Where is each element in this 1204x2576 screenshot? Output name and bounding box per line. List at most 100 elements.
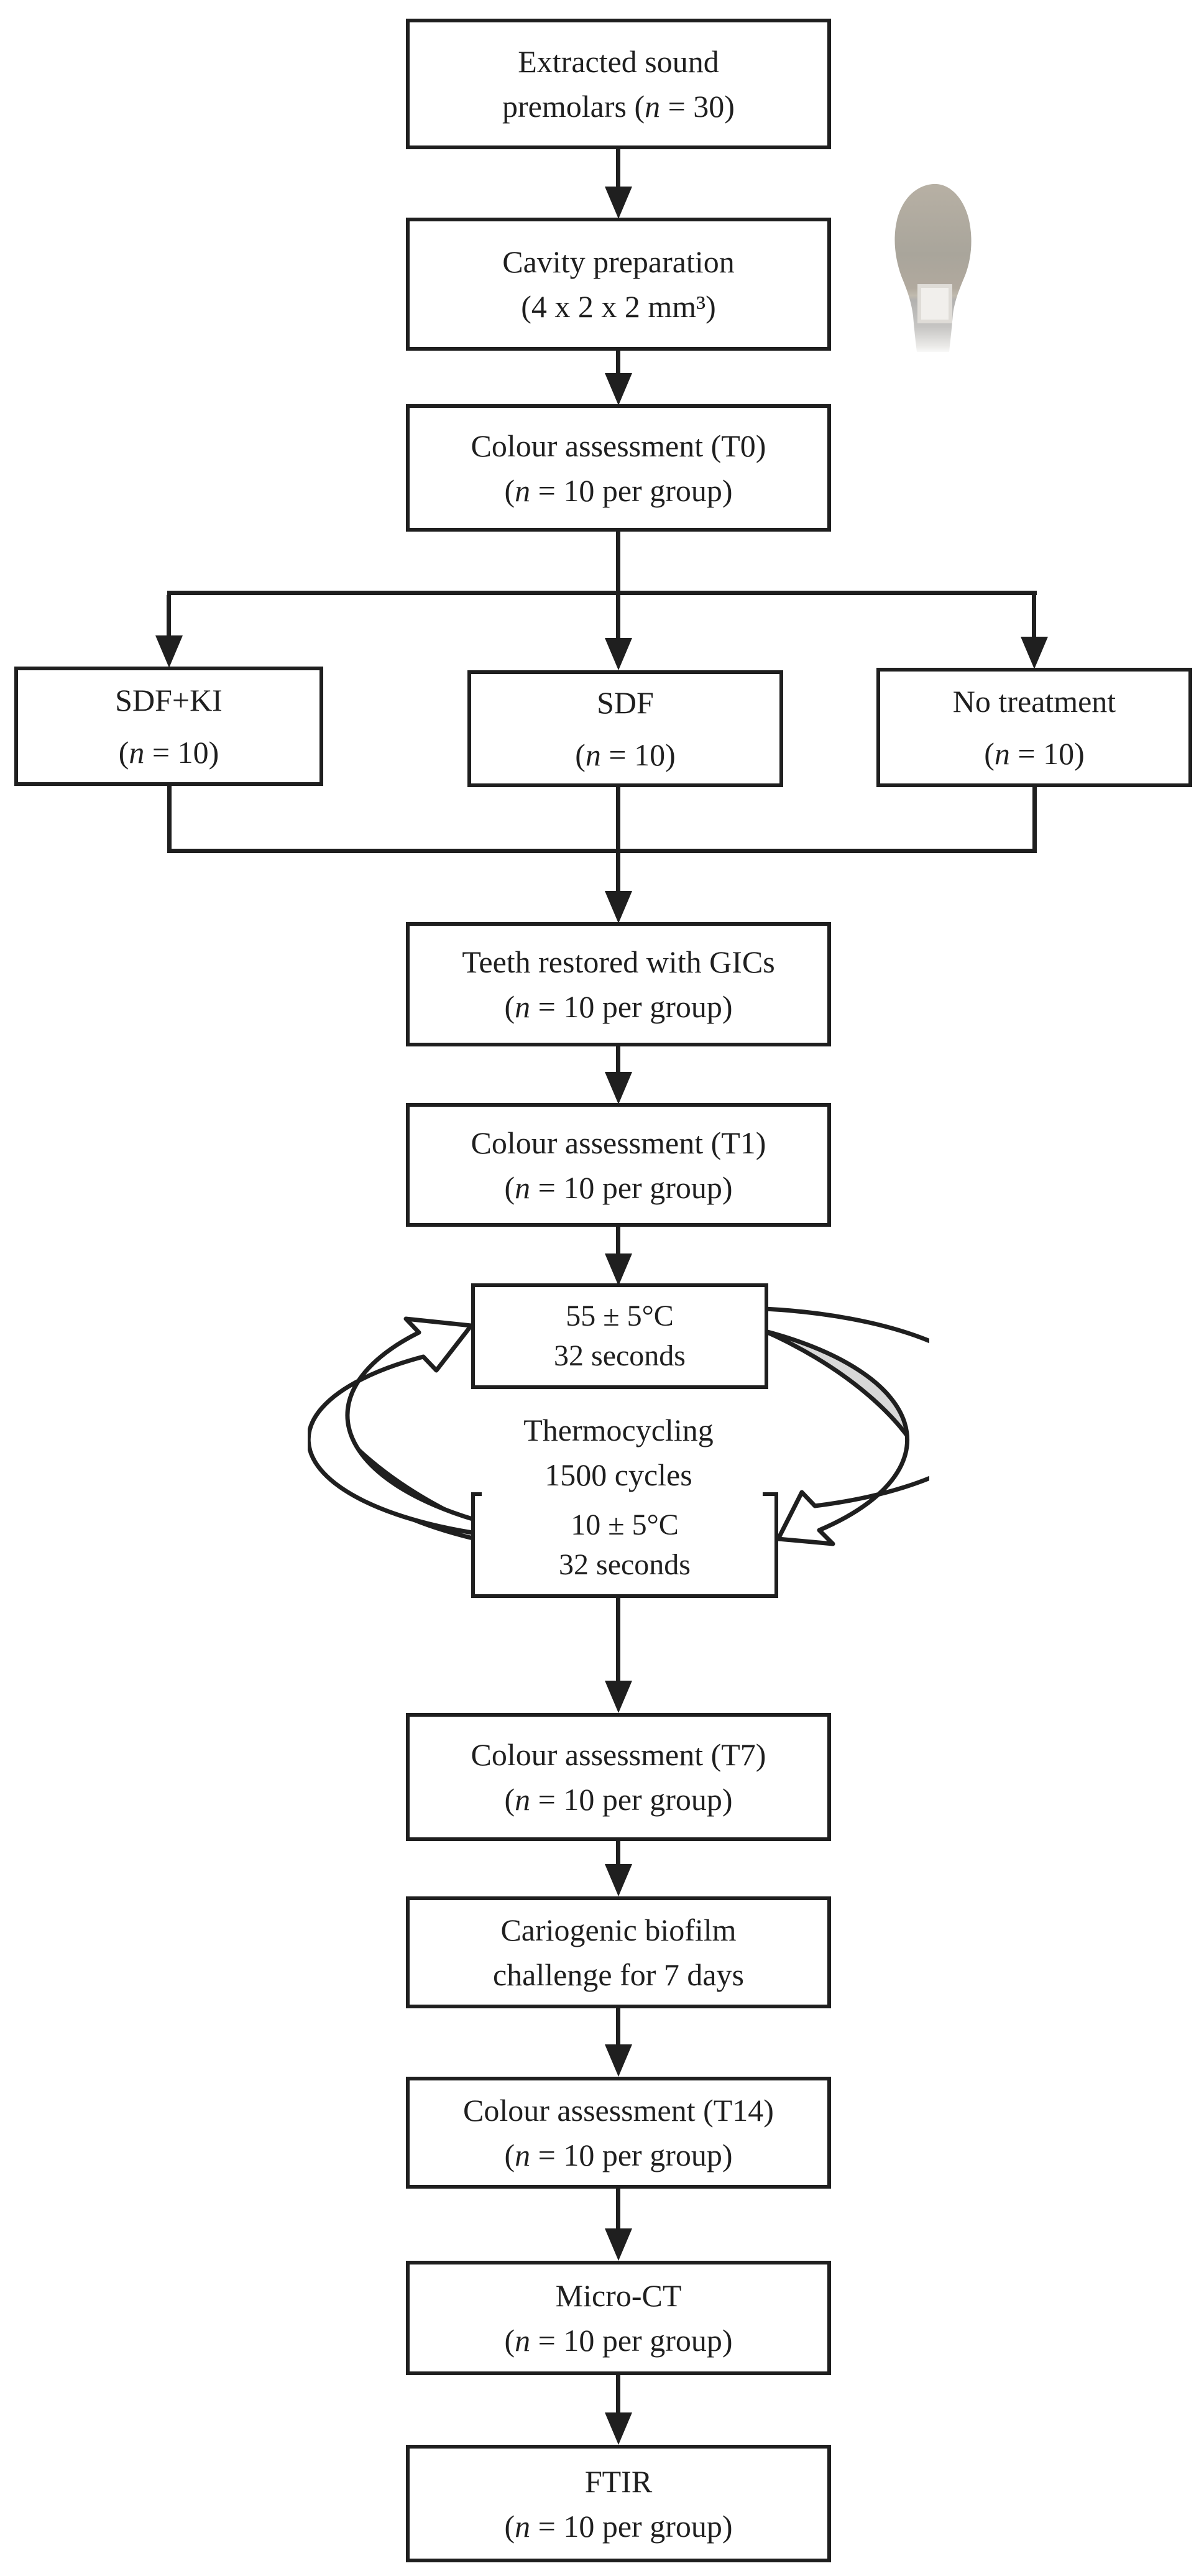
box-sdf: SDF (n = 10) xyxy=(467,670,783,787)
box-cariogenic-biofilm: Cariogenic biofilm challenge for 7 days xyxy=(406,1896,831,2008)
box-t1-line2: (n = 10 per group) xyxy=(505,1165,733,1210)
arrow-merge-down xyxy=(605,787,632,923)
box-cold-line2: 32 seconds xyxy=(559,1548,691,1581)
box-cario-line1: Cariogenic biofilm xyxy=(500,1913,737,1947)
tooth-outline xyxy=(894,183,972,352)
box-microct-line1: Micro-CT xyxy=(555,2278,682,2313)
box-colour-assessment-t14: Colour assessment (T14) (n = 10 per grou… xyxy=(406,2077,831,2189)
box-t7-line2: (n = 10 per group) xyxy=(505,1777,733,1822)
cavity-window xyxy=(917,284,952,323)
box-extracted-line1: Extracted sound xyxy=(518,44,719,79)
cycle-line1: Thermocycling xyxy=(523,1413,714,1447)
text-n-italic: n xyxy=(515,2138,531,2172)
text-pre: ( xyxy=(575,737,586,772)
text-pre: ( xyxy=(984,736,995,771)
box-sdf-line1: SDF xyxy=(597,685,654,720)
text-pre: ( xyxy=(504,2138,515,2172)
box-hot-cycle: 55 ± 5°C 32 seconds xyxy=(471,1283,768,1389)
text-post: = 10 per group) xyxy=(530,1782,733,1817)
cold-box-border-gap xyxy=(482,1492,763,1498)
box-micro-ct: Micro-CT (n = 10 per group) xyxy=(406,2261,831,2375)
box-t1-line1: Colour assessment (T1) xyxy=(471,1125,766,1160)
merge-right-line xyxy=(1032,787,1037,851)
box-cold-cycle: 10 ± 5°C 32 seconds xyxy=(471,1492,778,1598)
box-notreatment-line1: No treatment xyxy=(952,684,1116,719)
box-t14-line1: Colour assessment (T14) xyxy=(463,2093,774,2128)
box-sdf-line2: (n = 10) xyxy=(575,729,676,781)
cycle-line2: 1500 cycles xyxy=(545,1457,692,1492)
text-post: = 10 per group) xyxy=(530,2323,733,2358)
box-teeth-line1: Teeth restored with GICs xyxy=(462,944,775,979)
text-n-italic: n xyxy=(515,989,531,1024)
box-notreatment-line2: (n = 10) xyxy=(984,727,1085,780)
text-n-italic: n xyxy=(515,1782,531,1817)
text-n-italic: n xyxy=(515,473,531,508)
box-t0-line2: (n = 10 per group) xyxy=(505,468,733,513)
thermocycling-label: Thermocycling 1500 cycles xyxy=(406,1408,831,1497)
branch-horizontal-line xyxy=(167,591,1037,595)
arrow-branch-right xyxy=(1021,595,1048,669)
branch-stem-line xyxy=(616,532,620,593)
arrow-down-5 xyxy=(605,1598,632,1713)
arrow-branch-left xyxy=(155,595,183,668)
arrow-down-7 xyxy=(605,2008,632,2077)
box-t14-line2: (n = 10 per group) xyxy=(505,2133,733,2177)
text-pre: premolars ( xyxy=(502,89,645,124)
box-ftir: FTIR (n = 10 per group) xyxy=(406,2445,831,2562)
arrow-down-4 xyxy=(605,1227,632,1286)
text-n-italic: n xyxy=(994,736,1010,771)
arrow-down-6 xyxy=(605,1841,632,1896)
text-post: = 10) xyxy=(1009,736,1085,771)
text-pre: ( xyxy=(118,735,129,770)
cycle-arrow-down-icon xyxy=(641,1306,929,1546)
box-t7-line1: Colour assessment (T7) xyxy=(471,1737,766,1772)
box-microct-line2: (n = 10 per group) xyxy=(505,2318,733,2363)
box-cario-line2: challenge for 7 days xyxy=(492,1957,744,1992)
arrow-down-1 xyxy=(605,149,632,219)
box-ftir-line1: FTIR xyxy=(584,2463,653,2499)
cycle-arrow-up-icon xyxy=(308,1316,596,1543)
arrow-branch-middle xyxy=(605,595,632,670)
text-pre: ( xyxy=(504,473,515,508)
text-post: = 10 per group) xyxy=(530,989,733,1024)
thermocycle-arrows xyxy=(308,1299,929,1555)
text-post: = 10 per group) xyxy=(530,473,733,508)
box-teeth-restored: Teeth restored with GICs (n = 10 per gro… xyxy=(406,922,831,1046)
merge-horizontal-line xyxy=(167,849,1037,853)
text-n-italic: n xyxy=(515,2323,531,2358)
arrow-down-2 xyxy=(605,351,632,405)
box-t0-line1: Colour assessment (T0) xyxy=(471,428,766,463)
text-post: = 10 per group) xyxy=(530,2138,733,2172)
text-pre: ( xyxy=(504,989,515,1024)
box-sdfki-line2: (n = 10) xyxy=(119,726,219,778)
tooth-photo xyxy=(894,183,972,352)
text-post: = 10) xyxy=(600,737,676,772)
text-post: = 10 per group) xyxy=(530,2508,733,2544)
box-colour-assessment-t1: Colour assessment (T1) (n = 10 per group… xyxy=(406,1103,831,1227)
box-sdf-ki: SDF+KI (n = 10) xyxy=(14,667,323,786)
text-pre: ( xyxy=(504,1782,515,1817)
box-extracted-premolars: Extracted sound premolars (n = 30) xyxy=(406,19,831,149)
box-cavity-line2: (4 x 2 x 2 mm³) xyxy=(521,289,716,324)
text-pre: ( xyxy=(504,2508,515,2544)
text-post: = 30) xyxy=(660,89,735,124)
text-n-italic: n xyxy=(129,735,145,770)
box-hot-line1: 55 ± 5°C xyxy=(566,1300,674,1332)
text-pre: ( xyxy=(504,2323,515,2358)
text-n-italic: n xyxy=(585,737,601,772)
box-extracted-line2: premolars (n = 30) xyxy=(502,84,735,129)
text-n-italic: n xyxy=(515,2508,531,2544)
box-no-treatment: No treatment (n = 10) xyxy=(876,668,1192,787)
text-post: = 10 per group) xyxy=(530,1170,733,1205)
text-n-italic: n xyxy=(515,1170,531,1205)
text-pre: ( xyxy=(504,1170,515,1205)
text-post: = 10) xyxy=(144,735,219,770)
merge-left-line xyxy=(167,786,172,851)
box-colour-assessment-t0: Colour assessment (T0) (n = 10 per group… xyxy=(406,404,831,532)
text-n-italic: n xyxy=(645,89,661,124)
arrow-down-9 xyxy=(605,2375,632,2445)
box-teeth-line2: (n = 10 per group) xyxy=(505,984,733,1029)
arrow-down-3 xyxy=(605,1046,632,1104)
box-sdfki-line1: SDF+KI xyxy=(115,683,223,718)
